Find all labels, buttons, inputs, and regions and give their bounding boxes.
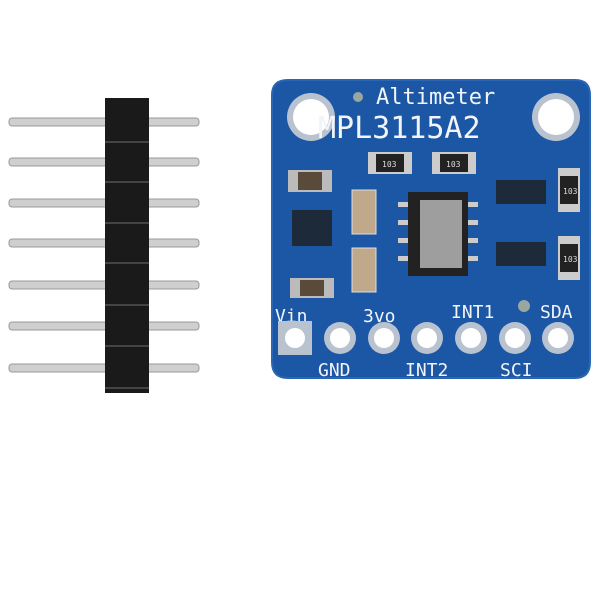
pin-pad — [548, 328, 568, 348]
pin-label-sda: SDA — [540, 302, 573, 323]
pin-header — [8, 98, 200, 393]
breakout-board: Altimeter MPL3115A2 103 103 103 103 Vin … — [271, 79, 591, 381]
board-title: Altimeter — [376, 85, 495, 110]
pin-label-3vo: 3vo — [363, 306, 396, 327]
pin-pad — [285, 328, 305, 348]
header-pin — [8, 280, 200, 290]
regulator-chip — [292, 210, 332, 246]
pin-label-int2: INT2 — [405, 360, 448, 381]
mosfet — [496, 242, 546, 266]
pin-pad — [330, 328, 350, 348]
header-pin — [8, 363, 200, 373]
resistor-mark: 103 — [563, 187, 578, 196]
header-pin — [8, 198, 200, 208]
header-pin — [8, 321, 200, 331]
header-plastic — [105, 98, 149, 393]
pin-pad — [461, 328, 481, 348]
capacitor — [351, 189, 377, 235]
mosfet — [496, 180, 546, 204]
pin-pad — [417, 328, 437, 348]
header-pins — [8, 117, 200, 373]
resistor-mark: 103 — [563, 255, 578, 264]
pin-label-gnd: GND — [318, 360, 351, 381]
capacitor — [351, 247, 377, 293]
header-pin — [8, 157, 200, 167]
resistor-mark: 103 — [446, 160, 461, 169]
board-model: MPL3115A2 — [318, 111, 481, 146]
pin-label-int1: INT1 — [451, 302, 494, 323]
pin-label-sci: SCI — [500, 360, 533, 381]
header-pin — [8, 117, 200, 127]
resistor-mark: 103 — [382, 160, 397, 169]
header-pin — [8, 238, 200, 248]
pin-pad — [374, 328, 394, 348]
pin-pad — [505, 328, 525, 348]
